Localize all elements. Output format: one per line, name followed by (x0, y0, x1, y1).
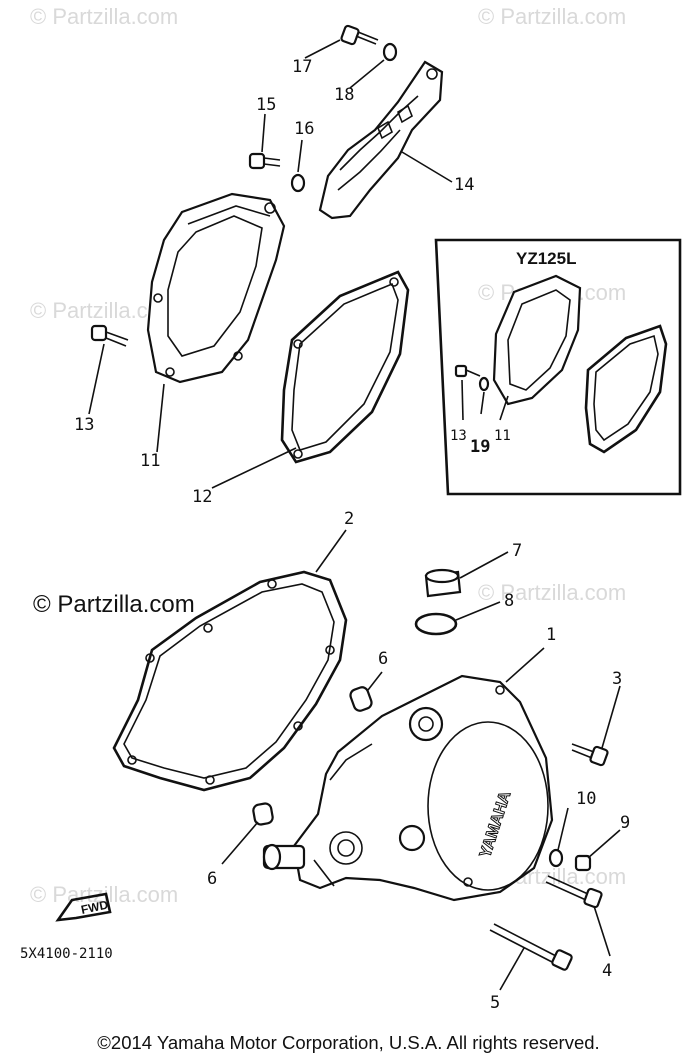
callout-1: 1 (546, 625, 556, 645)
washer-18 (382, 42, 398, 62)
fwd-label: FWD (80, 897, 110, 916)
inset-title: YZ125L (516, 249, 576, 268)
inset-callout-13: 13 (450, 428, 467, 444)
callout-12: 12 (192, 487, 212, 507)
callout-8: 8 (504, 591, 514, 611)
inset-callout-11: 11 (494, 428, 511, 444)
bolt-13 (90, 324, 129, 347)
callout-6: 6 (378, 649, 388, 669)
callout-14: 14 (454, 175, 474, 195)
callout-7: 7 (512, 541, 522, 561)
crankcase-cover-1: YAMAHA (262, 674, 554, 902)
callout-5: 5 (490, 993, 500, 1013)
callout-11: 11 (140, 451, 160, 471)
bolt-9 (574, 854, 592, 872)
callout-9: 9 (620, 813, 630, 833)
callout-4: 4 (602, 961, 612, 981)
callout-3: 3 (612, 669, 622, 689)
diagram-code: 5X4100-2110 (20, 946, 113, 962)
callout-13: 13 (74, 415, 94, 435)
callout-2: 2 (344, 509, 354, 529)
bracket-14 (318, 60, 444, 220)
callout-16: 16 (294, 119, 314, 139)
dowel-6 (252, 802, 274, 826)
gasket-12 (280, 270, 410, 464)
callout-17: 17 (292, 57, 312, 77)
inset-callout-19: 19 (470, 437, 490, 457)
callout-6: 6 (207, 869, 217, 889)
o-ring-8 (414, 612, 458, 636)
bolt-4 (545, 875, 603, 909)
watermark-prominent: © Partzilla.com (33, 591, 195, 618)
gasket-2 (112, 570, 348, 792)
callout-10: 10 (576, 789, 596, 809)
bolt-15 (248, 152, 281, 170)
cap-7 (424, 568, 462, 598)
bolt-17 (340, 24, 379, 46)
watermark: © Partzilla.com (30, 4, 178, 29)
dowel-6 (349, 686, 373, 712)
bolt-3 (571, 743, 609, 767)
callout-18: 18 (334, 85, 354, 105)
inset-yz125l: YZ125L 13 19 11 (434, 238, 682, 496)
washer-16 (290, 173, 306, 193)
watermark: © Partzilla.com (478, 580, 626, 605)
cover-11 (146, 192, 286, 384)
fwd-arrow-icon: FWD (55, 892, 112, 922)
callout-15: 15 (256, 95, 276, 115)
copyright-footer: ©2014 Yamaha Motor Corporation, U.S.A. A… (97, 1032, 600, 1053)
bolt-5 (489, 923, 573, 971)
washer-10 (548, 848, 564, 868)
watermark: © Partzilla.com (478, 4, 626, 29)
